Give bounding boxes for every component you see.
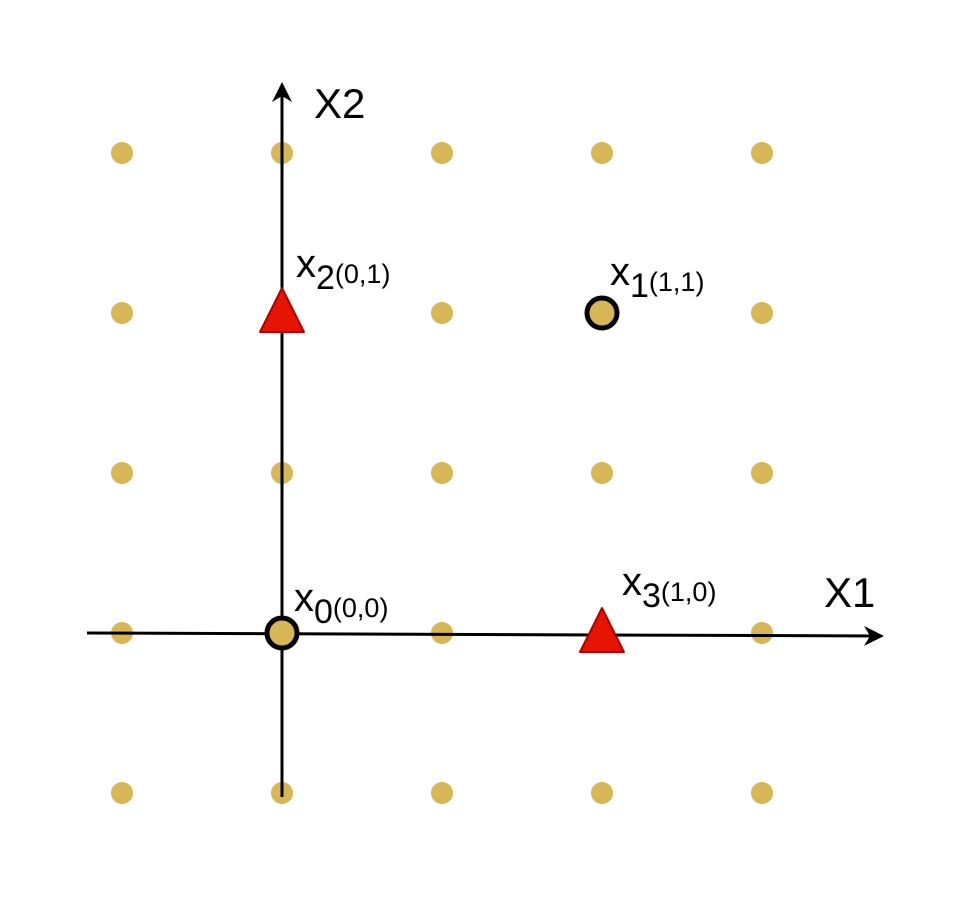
x1-axis bbox=[86, 625, 884, 646]
x1-axis-label: X1 bbox=[824, 569, 875, 616]
lattice-dot bbox=[591, 462, 613, 484]
point-x2-marker bbox=[259, 287, 305, 333]
lattice-dot bbox=[111, 302, 133, 324]
point-x2-coord: (0,1) bbox=[335, 259, 391, 289]
lattice-dot bbox=[751, 622, 773, 644]
lattice-dots bbox=[111, 142, 773, 804]
lattice-dot bbox=[751, 782, 773, 804]
axes: X1 X2 bbox=[86, 80, 884, 797]
point-labels: x0(0,0)x1(1,1)x2(0,1)x3(1,0) bbox=[294, 242, 716, 631]
point-x1-subscript: 1 bbox=[630, 267, 649, 305]
lattice-dot bbox=[431, 142, 453, 164]
highlighted-points bbox=[259, 287, 625, 653]
lattice-dot bbox=[591, 782, 613, 804]
lattice-dot bbox=[431, 302, 453, 324]
lattice-dot bbox=[431, 782, 453, 804]
point-x1-marker bbox=[584, 295, 620, 331]
point-x2-label: x2(0,1) bbox=[296, 242, 390, 297]
lattice-dot bbox=[111, 782, 133, 804]
x2-axis-label: X2 bbox=[314, 80, 365, 127]
point-x3-label: x3(1,0) bbox=[622, 560, 716, 615]
lattice-dot bbox=[751, 302, 773, 324]
lattice-dot bbox=[751, 462, 773, 484]
point-x2-subscript: 2 bbox=[316, 259, 335, 297]
point-x3-subscript: 3 bbox=[642, 577, 661, 615]
lattice-dot bbox=[431, 462, 453, 484]
point-x3-marker bbox=[579, 607, 625, 653]
point-x1-name: x bbox=[610, 250, 630, 294]
lattice-dot bbox=[591, 142, 613, 164]
lattice-dot bbox=[751, 142, 773, 164]
point-x0-subscript: 0 bbox=[314, 593, 333, 631]
point-x1-label: x1(1,1) bbox=[610, 250, 704, 305]
point-x0-label: x0(0,0) bbox=[294, 576, 388, 631]
point-x2-name: x bbox=[296, 242, 316, 286]
lattice-dot bbox=[111, 142, 133, 164]
point-x0-name: x bbox=[294, 576, 314, 620]
point-x1-coord: (1,1) bbox=[649, 267, 705, 297]
point-x0-marker bbox=[264, 615, 300, 651]
point-x0-coord: (0,0) bbox=[333, 593, 389, 623]
point-x3-name: x bbox=[622, 560, 642, 604]
point-x3-coord: (1,0) bbox=[661, 577, 717, 607]
lattice-dot bbox=[111, 462, 133, 484]
